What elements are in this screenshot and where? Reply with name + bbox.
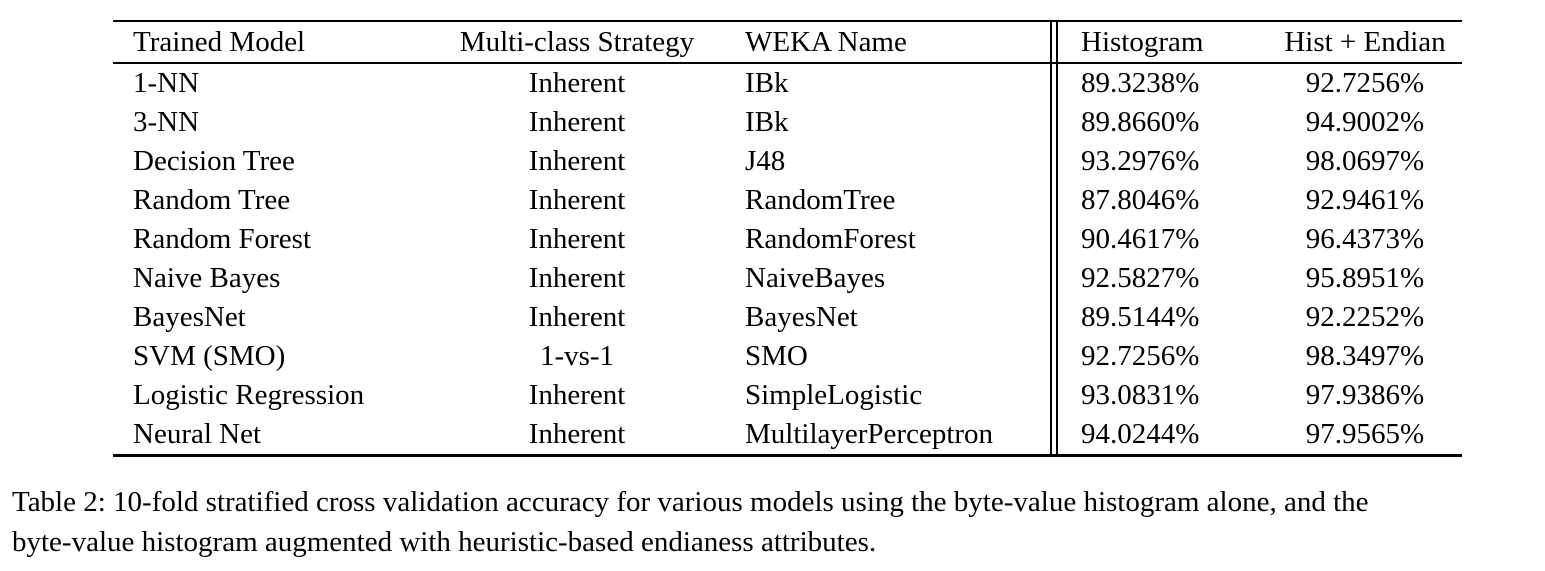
table-row: Neural Net Inherent MultilayerPerceptron… bbox=[113, 415, 1462, 456]
cell-strategy: Inherent bbox=[528, 262, 626, 294]
cell-hist-endian: 95.8951% bbox=[1305, 262, 1425, 294]
cell-weka-name: BayesNet bbox=[724, 298, 1052, 337]
cell-hist-endian: 92.2252% bbox=[1305, 301, 1425, 333]
caption-line-2: byte-value histogram augmented with heur… bbox=[12, 526, 877, 558]
cell-hist-endian: 97.9386% bbox=[1305, 379, 1425, 411]
cell-model: Neural Net bbox=[133, 418, 262, 450]
table-body: 1-NN Inherent IBk 89.3238% 92.7256% 3-NN… bbox=[113, 63, 1462, 456]
cell-model: Decision Tree bbox=[133, 145, 295, 177]
cell-weka-name: J48 bbox=[724, 142, 1052, 181]
cell-histogram: 90.4617% bbox=[1056, 220, 1268, 259]
cell-hist-endian: 92.9461% bbox=[1305, 184, 1425, 216]
cell-hist-endian: 98.3497% bbox=[1305, 340, 1425, 372]
cell-hist-endian: 98.0697% bbox=[1305, 145, 1425, 177]
table-header: Trained Model Multi-class Strategy WEKA … bbox=[113, 21, 1462, 63]
results-table: Trained Model Multi-class Strategy WEKA … bbox=[113, 20, 1462, 457]
cell-weka-name: IBk bbox=[724, 103, 1052, 142]
cell-strategy: Inherent bbox=[528, 67, 626, 99]
header-hist-endian: Hist + Endian bbox=[1284, 25, 1446, 58]
cell-hist-endian: 94.9002% bbox=[1305, 106, 1425, 138]
cell-strategy: Inherent bbox=[528, 145, 626, 177]
cell-histogram: 89.5144% bbox=[1056, 298, 1268, 337]
cell-strategy: 1-vs-1 bbox=[539, 340, 615, 372]
cell-weka-name: RandomTree bbox=[724, 181, 1052, 220]
cell-histogram: 94.0244% bbox=[1056, 415, 1268, 456]
cell-model: Logistic Regression bbox=[133, 379, 365, 411]
cell-hist-endian: 97.9565% bbox=[1305, 418, 1425, 450]
cell-hist-endian: 96.4373% bbox=[1305, 223, 1425, 255]
cell-strategy: Inherent bbox=[528, 184, 626, 216]
cell-model: Random Tree bbox=[133, 184, 291, 216]
cell-strategy: Inherent bbox=[528, 418, 626, 450]
header-trained-model: Trained Model bbox=[133, 25, 306, 58]
cell-hist-endian: 92.7256% bbox=[1305, 67, 1425, 99]
cell-model: Random Forest bbox=[133, 223, 312, 255]
cell-weka-name: RandomForest bbox=[724, 220, 1052, 259]
table-row: Random Tree Inherent RandomTree 87.8046%… bbox=[113, 181, 1462, 220]
header-weka-name: WEKA Name bbox=[724, 21, 1052, 63]
cell-histogram: 93.0831% bbox=[1056, 376, 1268, 415]
cell-weka-name: IBk bbox=[724, 63, 1052, 103]
header-histogram: Histogram bbox=[1056, 21, 1268, 63]
table-row: Logistic Regression Inherent SimpleLogis… bbox=[113, 376, 1462, 415]
results-table-container: Trained Model Multi-class Strategy WEKA … bbox=[113, 20, 1462, 457]
cell-weka-name: NaiveBayes bbox=[724, 259, 1052, 298]
table-row: BayesNet Inherent BayesNet 89.5144% 92.2… bbox=[113, 298, 1462, 337]
table-row: Random Forest Inherent RandomForest 90.4… bbox=[113, 220, 1462, 259]
table-row: 1-NN Inherent IBk 89.3238% 92.7256% bbox=[113, 63, 1462, 103]
cell-histogram: 89.8660% bbox=[1056, 103, 1268, 142]
table-row: 3-NN Inherent IBk 89.8660% 94.9002% bbox=[113, 103, 1462, 142]
cell-strategy: Inherent bbox=[528, 379, 626, 411]
header-multiclass-strategy: Multi-class Strategy bbox=[459, 25, 695, 58]
table-row: SVM (SMO) 1-vs-1 SMO 92.7256% 98.3497% bbox=[113, 337, 1462, 376]
table-row: Naive Bayes Inherent NaiveBayes 92.5827%… bbox=[113, 259, 1462, 298]
cell-weka-name: SimpleLogistic bbox=[724, 376, 1052, 415]
cell-model: SVM (SMO) bbox=[133, 340, 286, 372]
cell-histogram: 89.3238% bbox=[1056, 63, 1268, 103]
cell-strategy: Inherent bbox=[528, 106, 626, 138]
cell-weka-name: SMO bbox=[724, 337, 1052, 376]
cell-model: 1-NN bbox=[133, 67, 200, 99]
cell-model: BayesNet bbox=[133, 301, 246, 333]
cell-model: 3-NN bbox=[133, 106, 200, 138]
cell-histogram: 92.5827% bbox=[1056, 259, 1268, 298]
cell-histogram: 93.2976% bbox=[1056, 142, 1268, 181]
cell-weka-name: MultilayerPerceptron bbox=[724, 415, 1052, 456]
cell-strategy: Inherent bbox=[528, 301, 626, 333]
table-row: Decision Tree Inherent J48 93.2976% 98.0… bbox=[113, 142, 1462, 181]
cell-model: Naive Bayes bbox=[133, 262, 281, 294]
header-row: Trained Model Multi-class Strategy WEKA … bbox=[113, 21, 1462, 63]
cell-histogram: 87.8046% bbox=[1056, 181, 1268, 220]
cell-histogram: 92.7256% bbox=[1056, 337, 1268, 376]
table-caption: Table 2: 10-fold stratified cross valida… bbox=[12, 482, 1537, 562]
cell-strategy: Inherent bbox=[528, 223, 626, 255]
caption-line-1: Table 2: 10-fold stratified cross valida… bbox=[12, 486, 1369, 518]
